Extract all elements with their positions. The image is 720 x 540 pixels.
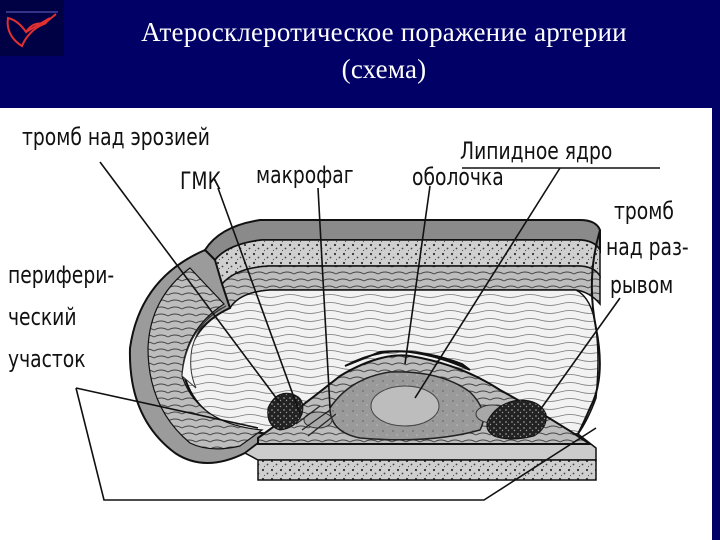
title-line-1: Атеросклеротическое поражение артерии [141,17,627,47]
logo [0,0,64,56]
label-thrombus-rupture-3: рывом [610,271,674,299]
artery-upper-wall [203,219,601,310]
label-shoulder-3: участок [8,345,86,373]
label-shoulder-1: перифери- [8,261,115,289]
label-cap: оболочка [412,163,504,191]
artery-left-opening [128,248,273,464]
leader-lines [75,161,660,501]
thrombus-erosion-shape [267,392,304,431]
heart-logo-icon [6,11,58,48]
label-macrophage: макрофаг [256,161,354,189]
label-shoulder-2: ческий [8,303,77,331]
thrombus-rupture-shape [486,399,547,440]
diagram-panel: тромб над эрозией Липидное ядро ГМК макр… [0,108,712,540]
label-thrombus-erosion: тромб над эрозией [22,123,210,151]
artery-right-edge [577,229,601,435]
label-smc: ГМК [180,167,221,195]
label-thrombus-rupture-1: тромб [614,197,674,225]
right-border [712,108,720,540]
page-title: Атеросклеротическое поражение артерии (с… [64,14,704,88]
title-line-2: (схема) [341,54,427,84]
label-lipid-core: Липидное ядро [460,137,613,165]
artery-illustration [75,161,660,501]
slide-header: Атеросклеротическое поражение артерии (с… [0,0,720,108]
label-thrombus-rupture-2: над раз- [606,233,689,261]
